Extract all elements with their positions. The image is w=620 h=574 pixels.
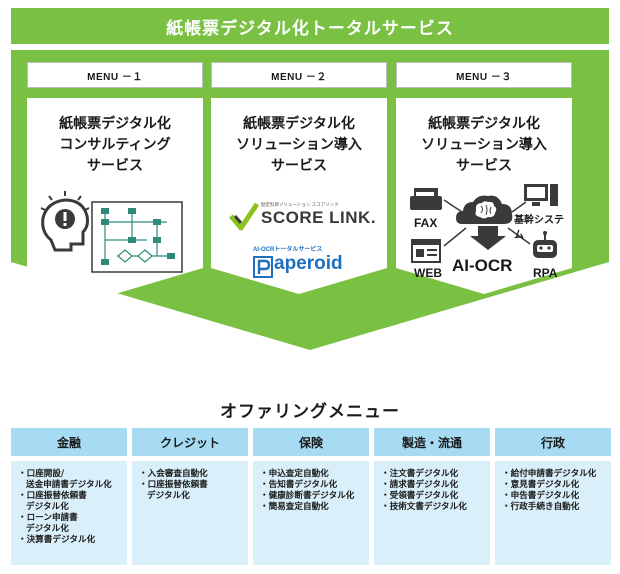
paperoid-logo-text: aperoid (274, 253, 343, 274)
menu-1-card[interactable]: 紙帳票デジタル化 コンサルティング サービス (27, 98, 203, 294)
menu-2-card[interactable]: 紙帳票デジタル化 ソリューション導入 サービス 勘定科目ソリューション スコアリ… (211, 98, 387, 294)
menu-2-column: MENU －２ (211, 62, 387, 88)
scorelink-check-icon (229, 202, 259, 231)
menu-1-tag: MENU －１ (27, 62, 203, 88)
web-label: WEB (414, 266, 442, 280)
list-item: 口座開設/ 送金申請書デジタル化 (18, 469, 123, 491)
menu-1-title: 紙帳票デジタル化 コンサルティング サービス (59, 116, 171, 174)
list-item: 行政手続き自動化 (502, 502, 607, 513)
web-icon (411, 239, 441, 263)
menu-3-title: 紙帳票デジタル化 ソリューション導入 サービス (421, 116, 547, 174)
category-body: 入会審査自動化 口座振替依頼書 デジタル化 (132, 461, 248, 565)
page-title: 紙帳票デジタル化トータルサービス (11, 8, 609, 44)
scorelink-tagline: 勘定科目ソリューション スコアリンク (261, 202, 339, 207)
offering-title: オファリングメニュー (220, 402, 400, 422)
list-item: ローン申請書 デジタル化 (18, 513, 123, 535)
list-item: 簡易査定自動化 (260, 502, 365, 513)
paperoid-logo: AI-OCRトータルサービス aperoid (253, 244, 363, 284)
ai-ocr-label: AI-OCR (452, 256, 513, 275)
scorelink-logo: 勘定科目ソリューション スコアリンク SCORE LINK. (229, 198, 379, 234)
fax-icon (410, 188, 442, 210)
menu-3-tag: MENU －３ (396, 62, 572, 88)
paperoid-tagline: AI-OCRトータルサービス (253, 247, 323, 253)
menu-3-card[interactable]: 紙帳票デジタル化 ソリューション導入 サービス (396, 98, 572, 294)
category-header: 行政 (495, 428, 611, 456)
category-header: クレジット (132, 428, 248, 456)
menu-1-column: MENU －１ (27, 62, 203, 88)
list-item: 申告書デジタル化 (502, 491, 607, 502)
fax-label: FAX (414, 216, 438, 230)
rpa-label: RPA (533, 266, 558, 280)
list-item: 受領書デジタル化 (381, 491, 486, 502)
category-finance[interactable]: 金融 口座開設/ 送金申請書デジタル化 口座振替依頼書 デジタル化 ローン申請書… (11, 428, 127, 565)
menu-2-title: 紙帳票デジタル化 ソリューション導入 サービス (236, 116, 362, 174)
category-header: 金融 (11, 428, 127, 456)
category-government[interactable]: 行政 給付申請書デジタル化 意見書デジタル化 申告書デジタル化 行政手続き自動化 (495, 428, 611, 565)
category-body: 注文書デジタル化 請求書デジタル化 受領書デジタル化 技術文書デジタル化 (374, 461, 490, 565)
list-item: 口座振替依頼書 デジタル化 (139, 480, 244, 502)
menu-2-tag: MENU －２ (211, 62, 387, 88)
list-item: 注文書デジタル化 (381, 469, 486, 480)
list-item: 告知書デジタル化 (260, 480, 365, 491)
list-item: 口座振替依頼書 デジタル化 (18, 491, 123, 513)
cloud-brain-icon (456, 195, 513, 250)
computer-icon (524, 184, 558, 206)
menu-3-column: MENU －３ (396, 62, 572, 88)
list-item: 給付申請書デジタル化 (502, 469, 607, 480)
consulting-flowchart-icon (40, 191, 183, 273)
category-body: 口座開設/ 送金申請書デジタル化 口座振替依頼書 デジタル化 ローン申請書 デジ… (11, 461, 127, 565)
category-header: 保険 (253, 428, 369, 456)
list-item: 意見書デジタル化 (502, 480, 607, 491)
category-header: 製造・流通 (374, 428, 490, 456)
category-manufacturing-distribution[interactable]: 製造・流通 注文書デジタル化 請求書デジタル化 受領書デジタル化 技術文書デジタ… (374, 428, 490, 565)
list-item: 申込査定自動化 (260, 469, 365, 480)
ai-ocr-diagram (410, 184, 558, 263)
category-credit[interactable]: クレジット 入会審査自動化 口座振替依頼書 デジタル化 (132, 428, 248, 565)
category-body: 給付申請書デジタル化 意見書デジタル化 申告書デジタル化 行政手続き自動化 (495, 461, 611, 565)
core-system-label: 基幹システム (514, 215, 564, 241)
list-item: 入会審査自動化 (139, 469, 244, 480)
list-item: 健康診断書デジタル化 (260, 491, 365, 502)
list-item: 技術文書デジタル化 (381, 502, 486, 513)
robot-icon (533, 231, 557, 258)
scorelink-logo-text: SCORE LINK. (261, 208, 377, 227)
list-item: 決算書デジタル化 (18, 535, 123, 546)
list-item: 請求書デジタル化 (381, 480, 486, 491)
category-body: 申込査定自動化 告知書デジタル化 健康診断書デジタル化 簡易査定自動化 (253, 461, 369, 565)
paperoid-p-icon (253, 256, 273, 278)
category-insurance[interactable]: 保険 申込査定自動化 告知書デジタル化 健康診断書デジタル化 簡易査定自動化 (253, 428, 369, 565)
